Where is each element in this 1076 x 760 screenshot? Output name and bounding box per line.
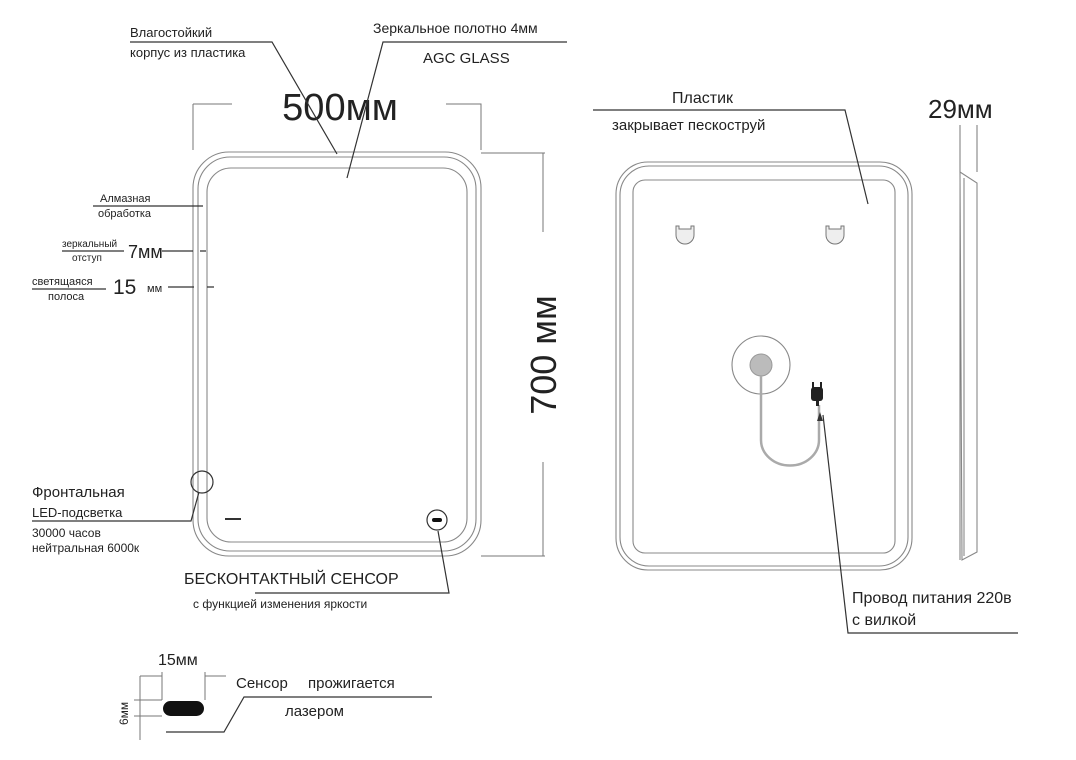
- sensor-width-label: 15мм: [158, 652, 198, 669]
- back-panel: [632, 179, 896, 554]
- height-dimension-line: [481, 152, 545, 557]
- glass-leader: [346, 41, 567, 179]
- housing-label-2: корпус из пластика: [130, 45, 246, 60]
- back-frame-edge: [619, 165, 909, 567]
- cable-leader: [822, 414, 1018, 634]
- sensor-icon: [432, 518, 442, 522]
- note-label-1a: Сенсор: [236, 675, 288, 692]
- side-view: 29мм: [928, 94, 993, 561]
- led-highlight-circle: [190, 470, 214, 494]
- plug-icon: [811, 382, 823, 406]
- sensor-detail: 15мм 6мм Сенсор прожигается лазером: [117, 652, 432, 740]
- strip-label-1: светящаяся: [32, 276, 93, 288]
- sensor-note-leader: [166, 696, 432, 733]
- led-label-4: нейтральная 6000к: [32, 541, 140, 555]
- plastic-leader: [593, 109, 869, 205]
- cable-label-2: с вилкой: [852, 612, 916, 629]
- offset-value: 7мм: [128, 242, 163, 262]
- sensor-label-2: с функцией изменения яркости: [193, 597, 367, 611]
- plastic-label-2: закрывает пескоструй: [612, 117, 765, 134]
- led-label-2: LED-подсветка: [32, 505, 123, 520]
- depth-label: 29мм: [928, 94, 993, 124]
- front-outer-frame: [192, 151, 482, 557]
- width-label: 500мм: [282, 87, 398, 129]
- hook-icon: [675, 225, 695, 245]
- sensor-circle: [426, 509, 448, 531]
- led-label-3: 30000 часов: [32, 526, 101, 540]
- height-label: 700 мм: [523, 295, 564, 415]
- depth-dimension-line: [959, 125, 978, 560]
- sensor-leader: [255, 530, 450, 594]
- housing-leader: [130, 41, 338, 155]
- led-label-1: Фронтальная: [32, 484, 125, 501]
- side-profile: [959, 170, 978, 561]
- strip-unit: мм: [147, 283, 162, 295]
- hook-icon: [825, 225, 845, 245]
- cable-outlet: [749, 353, 773, 377]
- strip-label-2: полоса: [48, 291, 85, 303]
- sensor-shape: [163, 701, 204, 716]
- width-dimension-line: [192, 103, 482, 150]
- offset-label-1: зеркальный: [62, 239, 117, 250]
- sensor-height-label: 6мм: [117, 702, 131, 725]
- cable-label-1: Провод питания 220в: [852, 590, 1012, 607]
- housing-label-1: Влагостойкий: [130, 25, 212, 40]
- glass-label-2: AGC GLASS: [423, 50, 510, 67]
- diamond-label-2: обработка: [98, 208, 152, 220]
- offset-label-2: отступ: [72, 253, 102, 264]
- arrow-head: [817, 412, 823, 421]
- note-label-2: лазером: [285, 703, 344, 720]
- back-view: Пластик закрывает пескоструй Провод пита…: [593, 90, 1018, 634]
- back-outer-frame: [615, 161, 913, 571]
- sensor-dimension-lines: [134, 672, 226, 740]
- sensor-label-1: БЕСКОНТАКТНЫЙ СЕНСОР: [184, 569, 399, 588]
- led-leader: [32, 491, 200, 522]
- front-view: 500мм 700 мм Влагостойкий корпус из плас…: [32, 20, 567, 611]
- plastic-label-1: Пластик: [672, 90, 734, 107]
- note-label-1b: прожигается: [308, 675, 395, 692]
- front-mirror-inner: [206, 167, 468, 543]
- glass-label-1: Зеркальное полотно 4мм: [373, 20, 538, 36]
- diamond-label-1: Алмазная: [100, 193, 151, 205]
- power-cable: [759, 376, 821, 467]
- front-frame-edge: [197, 156, 477, 552]
- strip-value: 15: [113, 276, 136, 299]
